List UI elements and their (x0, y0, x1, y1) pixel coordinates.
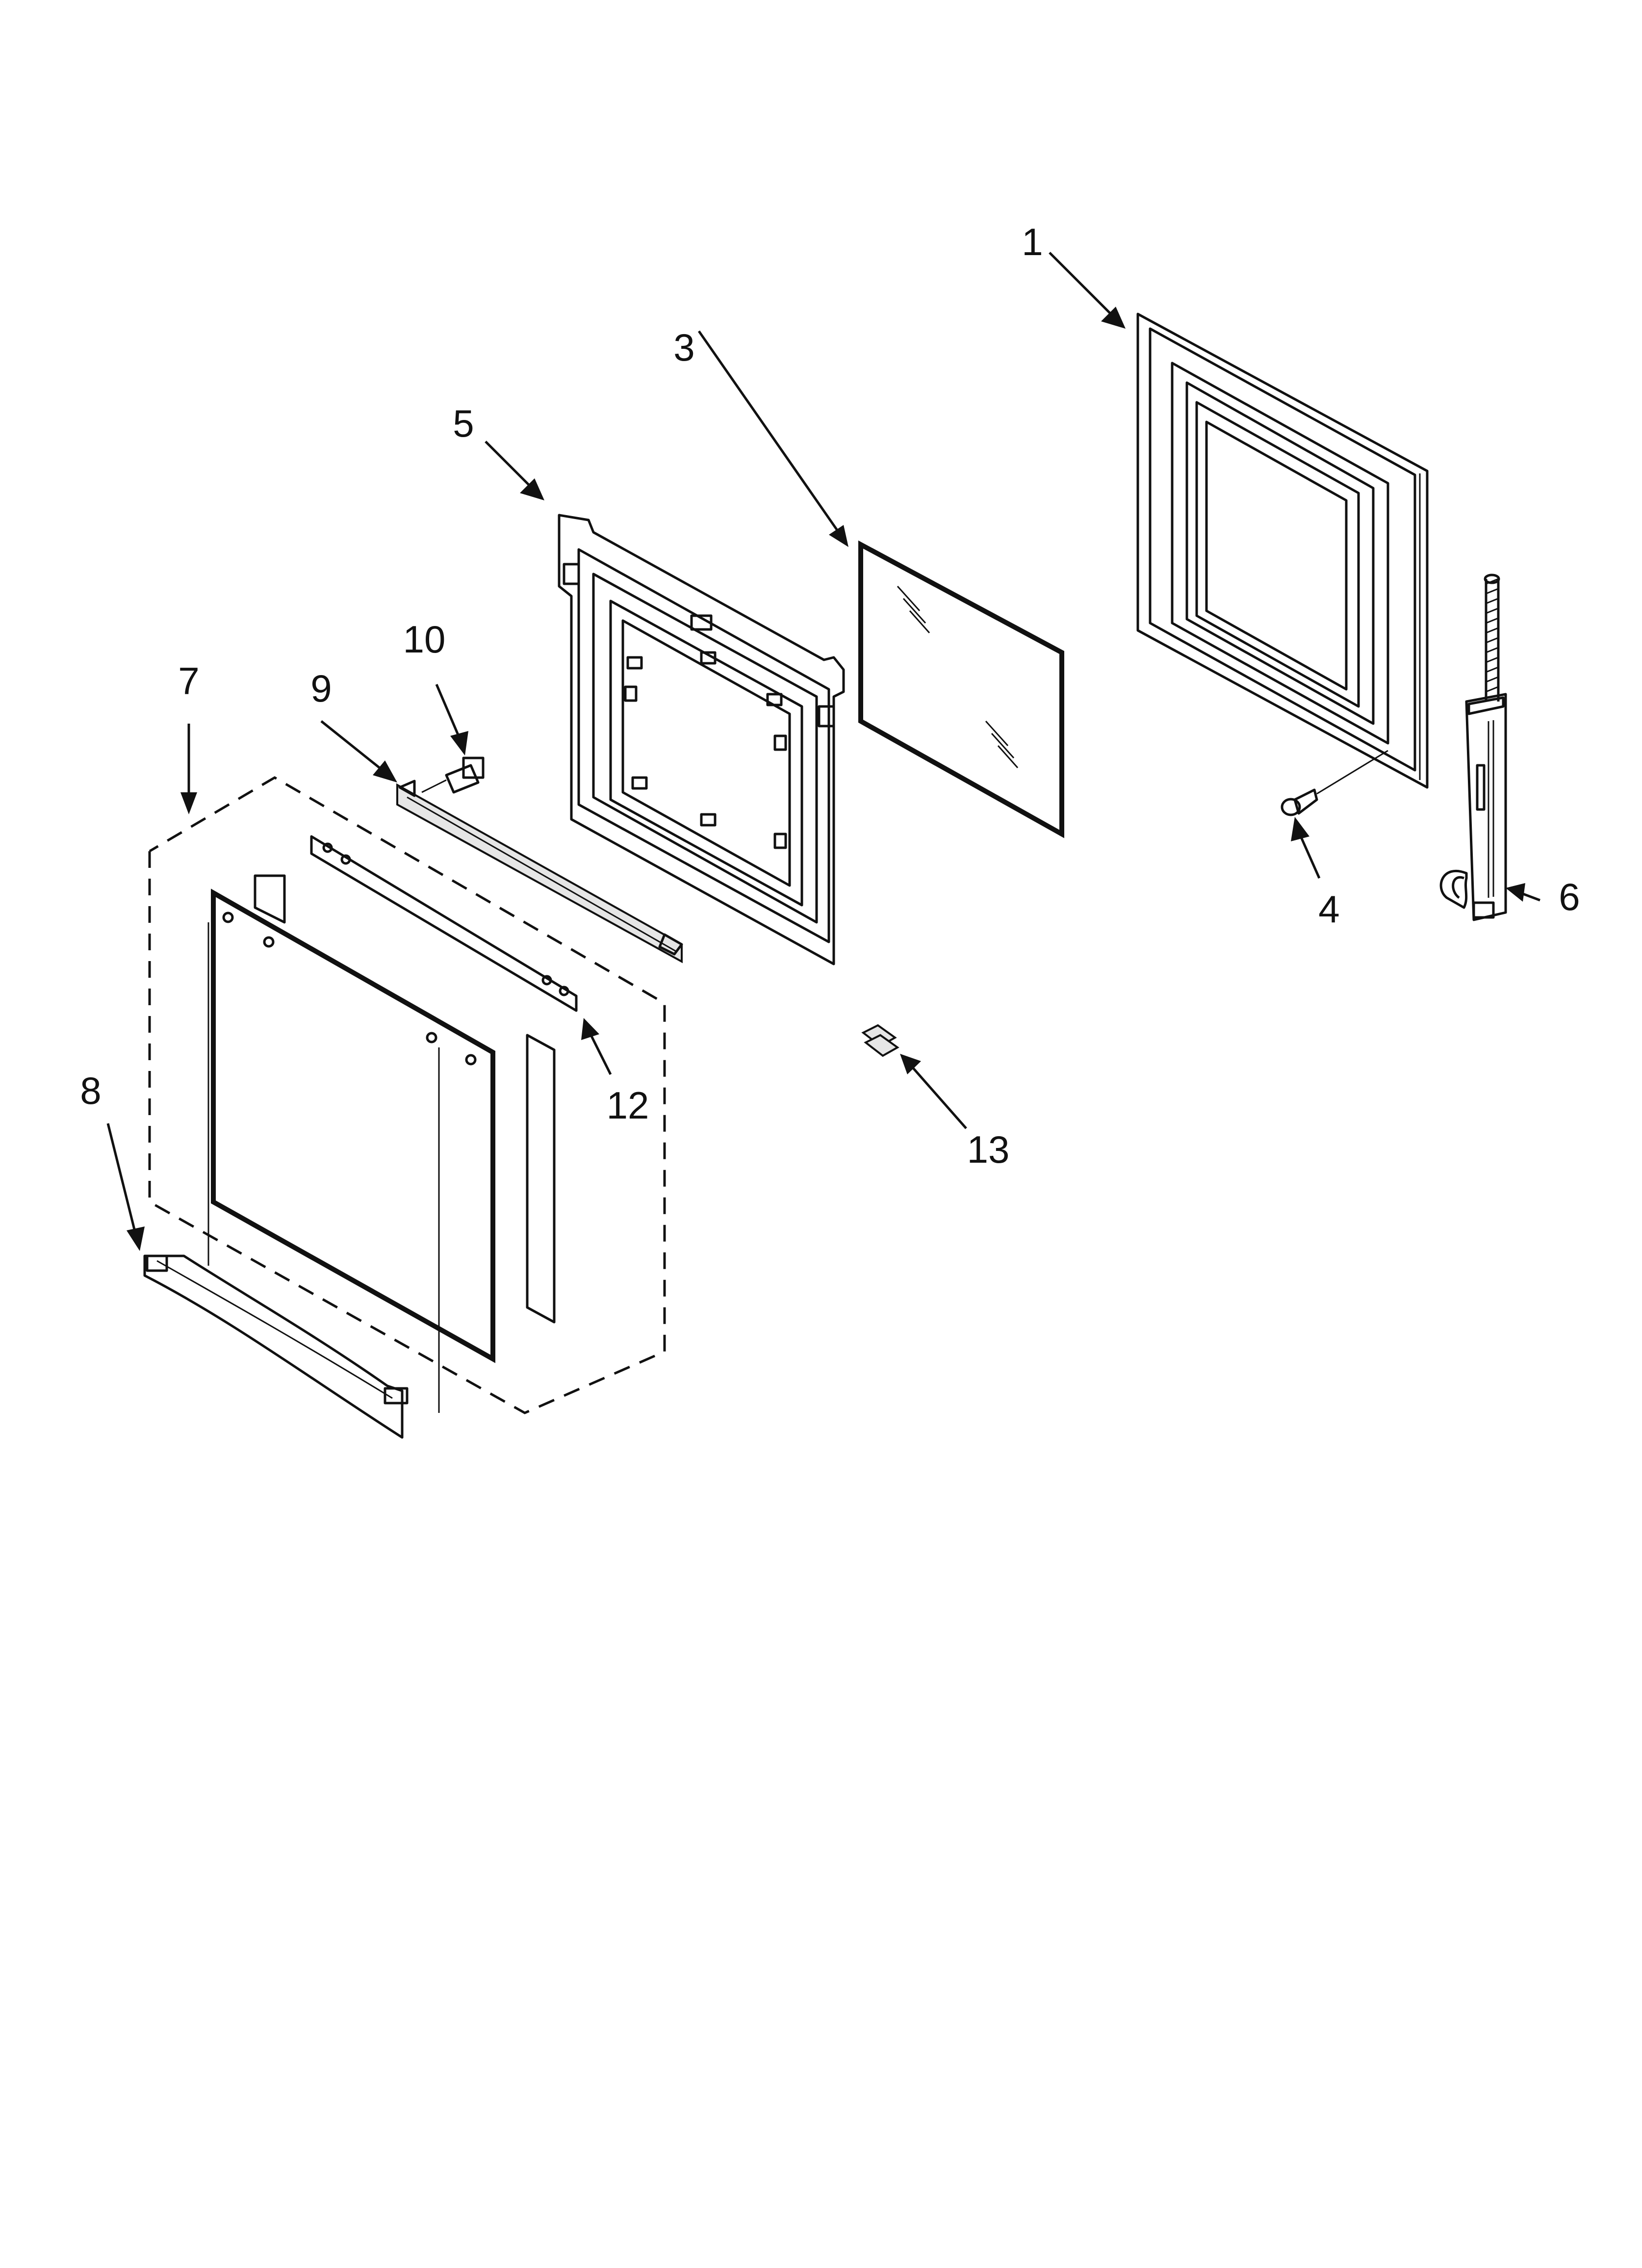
side-trim-strip (526, 1034, 556, 1324)
callout-5: 5 (453, 402, 474, 445)
part-12-trim-bracket[interactable] (310, 835, 578, 1012)
callout-4: 4 (1318, 887, 1339, 931)
callout-6: 6 (1559, 875, 1580, 918)
part-1-outer-door-panel[interactable] (1136, 313, 1429, 789)
part-10-screw[interactable] (421, 756, 485, 794)
part-7-outer-door-assembly[interactable] (148, 776, 666, 1414)
part-9-vent-strip[interactable] (396, 780, 683, 964)
callout-9: 9 (310, 667, 332, 710)
part-4-screw[interactable] (1281, 750, 1388, 816)
callout-3: 3 (673, 326, 694, 369)
part-13-clip[interactable] (861, 1024, 899, 1057)
part-5-inner-door-frame[interactable] (558, 514, 845, 965)
part-8-door-handle[interactable] (143, 1254, 409, 1439)
part-3-inner-glass[interactable] (858, 540, 1064, 838)
callout-1: 1 (1022, 220, 1043, 263)
leader-lines (106, 252, 1540, 1251)
callout-10: 10 (403, 618, 446, 661)
callout-13: 13 (967, 1128, 1010, 1171)
callout-labels: 1 3 5 10 7 9 4 6 12 8 13 (80, 220, 1580, 1171)
outer-glass-panel (207, 874, 495, 1413)
callout-12: 12 (607, 1084, 649, 1127)
callout-7: 7 (178, 659, 199, 703)
part-6-hinge[interactable] (1439, 574, 1507, 921)
callout-8: 8 (80, 1069, 101, 1112)
